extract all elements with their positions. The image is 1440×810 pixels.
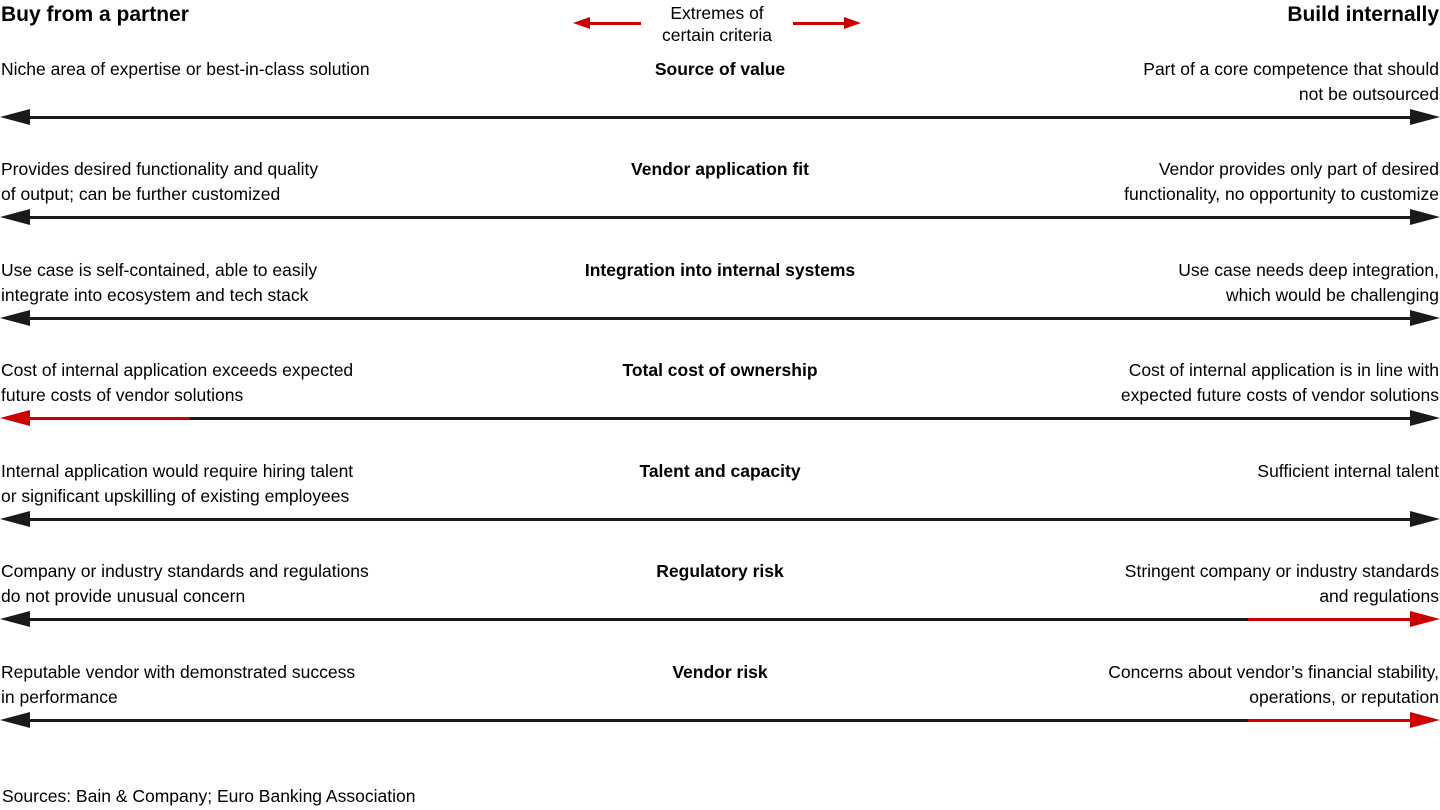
left-arrowhead-icon [0,109,30,125]
arrow-shaft [26,317,1414,320]
spectrum-arrow [0,712,1440,729]
build-rationale: Part of a core competence that should no… [1143,57,1439,107]
arrow-shaft [26,417,1414,420]
rationale-line: expected future costs of vendor solution… [1120,385,1439,406]
arrow-shaft [26,518,1414,521]
criterion-row: Niche area of expertise or best-in-class… [0,57,1440,129]
buy-rationale: Company or industry standards and regula… [1,559,369,609]
rationale-line: Concerns about vendor’s financial stabil… [1108,662,1439,682]
rationale-line: Use case is self-contained, able to easi… [1,260,318,280]
arrow-shaft [26,719,1414,722]
left-pole-title: Buy from a partner [1,3,189,26]
left-arrowhead-icon [0,209,30,225]
rationale-line: functionality, no opportunity to customi… [1124,184,1439,205]
criterion-row: Internal application would require hirin… [0,459,1440,531]
rationale-line: of output; can be further customized [1,184,281,205]
sources-note: Sources: Bain & Company; Euro Banking As… [2,786,416,806]
build-rationale: Concerns about vendor’s financial stabil… [1108,660,1439,710]
rationale-line: which would be challenging [1225,285,1439,306]
rationale-line: Cost of internal application is in line … [1128,360,1439,380]
rationale-line: Cost of internal application exceeds exp… [1,360,354,380]
build-rationale: Vendor provides only part of desired fun… [1124,157,1439,207]
rationale-line: integrate into ecosystem and tech stack [1,285,309,306]
rationale-line: not be outsourced [1298,84,1439,105]
criterion-label: Talent and capacity [639,461,801,481]
rationale-line: operations, or reputation [1249,687,1439,708]
arrow-shaft [793,21,847,25]
right-arrowhead-icon [1410,611,1440,627]
build-rationale: Use case needs deep integration, which w… [1178,258,1439,308]
rationale-line: Niche area of expertise or best-in-class… [1,59,370,79]
left-arrowhead-icon [0,712,30,728]
right-arrowhead-icon [1410,109,1440,125]
criterion-label: Source of value [654,59,786,79]
right-arrowhead-icon [1410,310,1440,326]
build-rationale: Cost of internal application is in line … [1121,358,1439,408]
rationale-line: and regulations [1319,586,1439,607]
spectrum-arrow [0,611,1440,628]
buy-rationale: Use case is self-contained, able to easi… [1,258,317,308]
spectrum-arrow [0,310,1440,327]
rationale-line: do not provide unusual concern [1,586,246,607]
rationale-line: Vendor provides only part of desired [1158,159,1439,179]
criterion-row: Use case is self-contained, able to easi… [0,258,1440,330]
extremes-legend-text: Extremes of certain criteria [662,1,772,46]
criterion-row: Reputable vendor with demonstrated succe… [0,660,1440,732]
left-arrowhead-icon [0,611,30,627]
build-rationale: Stringent company or industry standards … [1125,559,1439,609]
arrow-shaft [587,21,641,25]
extremes-legend: Extremes of certain criteria [573,0,861,46]
buy-rationale: Provides desired functionality and quali… [1,157,318,207]
rationale-line: in performance [1,687,118,708]
criterion-label: Vendor application fit [631,159,809,179]
rationale-line: future costs of vendor solutions [1,385,244,406]
build-rationale: Sufficient internal talent [1257,459,1439,484]
left-arrowhead-icon [0,410,30,426]
criterion-label: Total cost of ownership [622,360,818,380]
criterion-row: Company or industry standards and regula… [0,559,1440,631]
rationale-line: Part of a core competence that should [1143,59,1439,79]
arrowhead-icon [573,16,590,29]
emphasis-segment [26,417,190,420]
left-arrowhead-icon [0,310,30,326]
criterion-row: Cost of internal application exceeds exp… [0,358,1440,430]
legend-line-2: certain criteria [662,24,772,45]
buy-rationale: Cost of internal application exceeds exp… [1,358,353,408]
legend-line-1: Extremes of [670,2,764,23]
buy-rationale: Reputable vendor with demonstrated succe… [1,660,355,710]
rationale-line: Sufficient internal talent [1257,461,1439,481]
spectrum-arrow [0,511,1440,528]
extreme-right-arrow-icon [793,16,861,30]
emphasis-segment [1248,618,1414,621]
left-arrowhead-icon [0,511,30,527]
buy-rationale: Internal application would require hirin… [1,459,353,509]
criterion-label: Integration into internal systems [584,260,856,280]
rationale-line: Provides desired functionality and quali… [1,159,319,179]
rationale-line: Reputable vendor with demonstrated succe… [1,662,356,682]
arrowhead-icon [844,16,861,29]
right-arrowhead-icon [1410,511,1440,527]
rationale-line: Use case needs deep integration, [1178,260,1439,280]
arrow-shaft [26,216,1414,219]
criterion-label: Regulatory risk [656,561,784,581]
extreme-left-arrow-icon [573,16,641,30]
right-pole-title: Build internally [1287,3,1439,26]
criterion-row: Provides desired functionality and quali… [0,157,1440,229]
rationale-line: or significant upskilling of existing em… [1,486,350,507]
rationale-line: Internal application would require hirin… [1,461,354,481]
emphasis-segment [1248,719,1414,722]
right-arrowhead-icon [1410,712,1440,728]
buy-rationale: Niche area of expertise or best-in-class… [1,57,370,82]
rationale-line: Stringent company or industry standards [1124,561,1439,581]
arrow-shaft [26,116,1414,119]
arrow-shaft [26,618,1414,621]
spectrum-arrow [0,410,1440,427]
spectrum-arrow [0,109,1440,126]
right-arrowhead-icon [1410,209,1440,225]
criterion-label: Vendor risk [672,662,768,682]
right-arrowhead-icon [1410,410,1440,426]
rationale-line: Company or industry standards and regula… [1,561,369,581]
spectrum-arrow [0,209,1440,226]
